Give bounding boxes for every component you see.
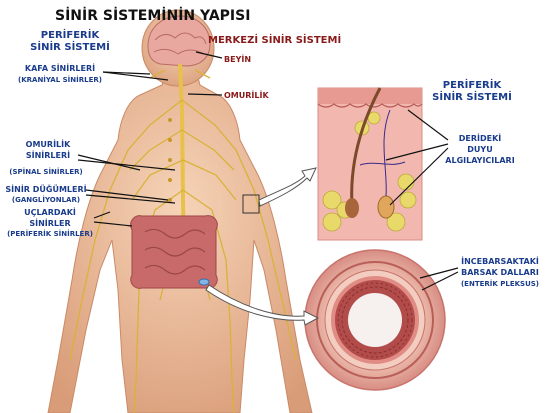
label-deri-2: DUYU [467, 145, 492, 154]
label-deri-3: ALGILAYICILARI [445, 156, 514, 165]
diagram-title: SİNİR SİSTEMİNİN YAPISI [55, 7, 250, 24]
label-periferik-right-2: SİNİR SİSTEMİ [432, 89, 512, 103]
skin-cross-section [317, 87, 423, 241]
brain [147, 15, 211, 67]
connector-arrows [205, 167, 320, 326]
label-omurilik: OMURİLİK [224, 90, 269, 100]
label-dugum-2: (GANGLİYONLAR) [12, 195, 80, 204]
intestines [130, 215, 218, 289]
label-uc-1: UÇLARDAKİ [24, 207, 76, 217]
villi-ring [337, 282, 413, 358]
label-spinal: (SPİNAL SİNİRLER) [9, 167, 82, 176]
label-dugum-1: SİNİR DÜĞÜMLERİ [5, 183, 86, 194]
skin-marker-box [242, 194, 260, 214]
label-kafa-1: KAFA SİNİRLERİ [25, 63, 95, 73]
label-merkezi: MERKEZİ SİNİR SİSTEMİ [208, 32, 341, 46]
label-periferik-right-1: PERİFERİK [443, 77, 503, 91]
label-omurilik-sinirleri-2: SİNİRLERİ [26, 150, 70, 160]
label-barsak-1: İNCEBARSAKTAKİ [461, 256, 539, 266]
label-periferik-left-2: SİNİR SİSTEMİ [30, 39, 110, 53]
hair-follicle [350, 87, 382, 206]
label-barsak-3: (ENTERİK PLEKSUS) [461, 279, 539, 288]
label-barsak-2: BARSAK DALLARI [461, 268, 539, 277]
label-uc-2: SİNİRLER [29, 218, 70, 228]
label-omurilik-sinirleri-1: OMURİLİK [26, 139, 71, 149]
label-periferik-left-1: PERİFERİK [41, 27, 101, 41]
label-deri-1: DERİDEKİ [459, 133, 502, 143]
label-uc-3: (PERİFERİK SİNİRLER) [7, 229, 93, 238]
label-kafa-2: (KRANİYAL SİNİRLER) [18, 75, 102, 84]
leader-lines [77, 51, 459, 291]
human-body [47, 9, 313, 413]
pacinian-corpuscle [377, 195, 395, 219]
intestine-marker [198, 278, 210, 286]
label-beyin: BEYİN [224, 54, 251, 64]
intestine-cross-section [304, 249, 446, 391]
ganglia-dots [168, 118, 172, 202]
